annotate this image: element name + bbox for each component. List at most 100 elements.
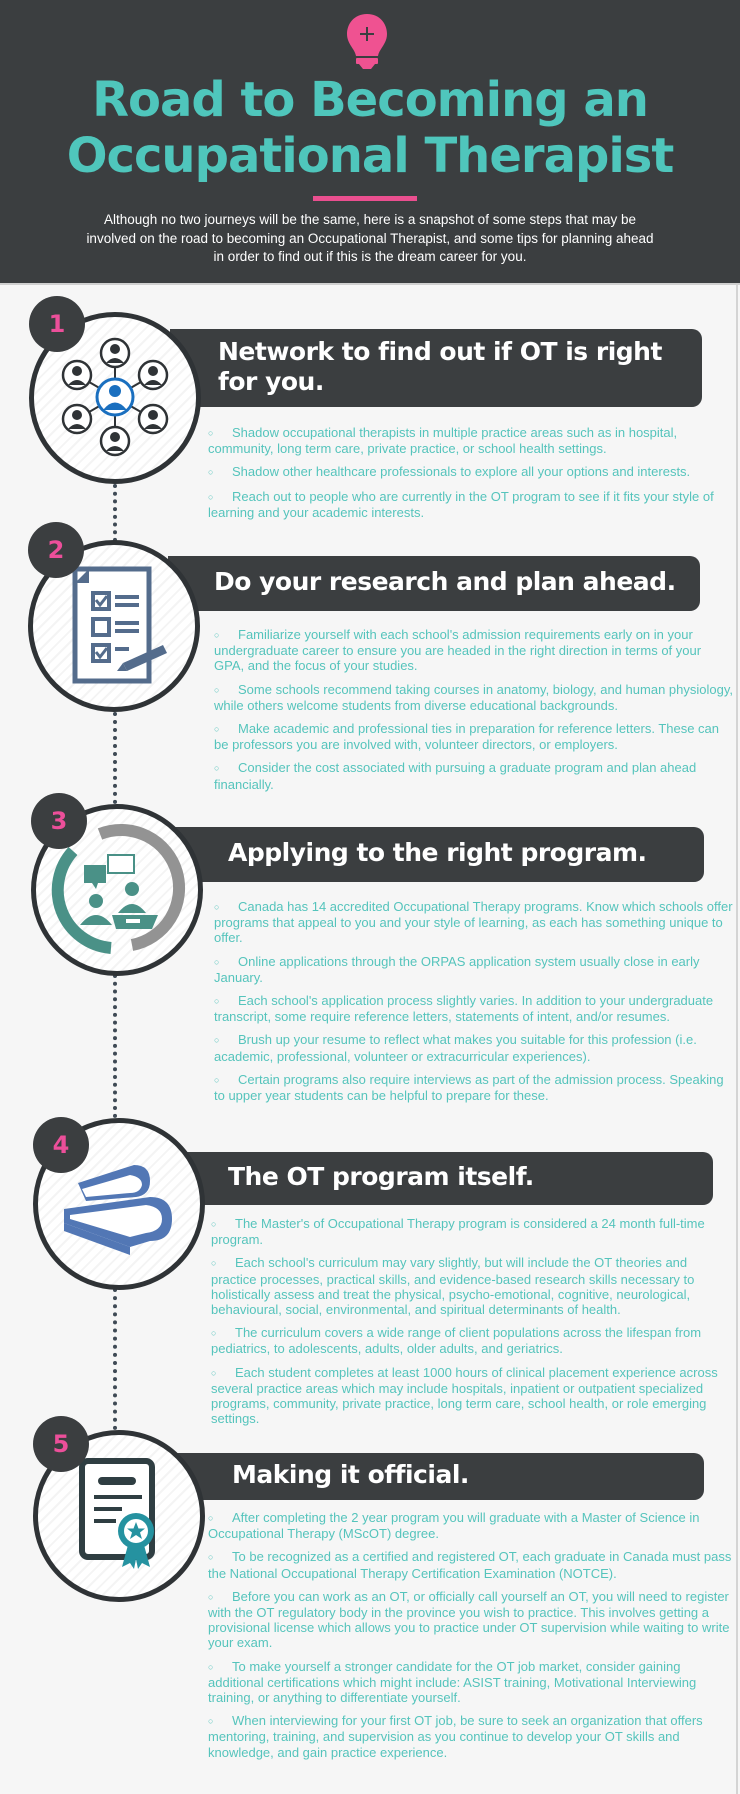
bullet-text: To be recognized as a certified and regi… <box>208 1549 732 1581</box>
step-5-banner: Making it official. <box>172 1453 704 1500</box>
header: Road to Becoming an Occupational Therapi… <box>0 0 740 285</box>
step-1-number: 1 <box>29 296 85 352</box>
step-4-bullets: ○The Master's of Occupational Therapy pr… <box>211 1216 736 1434</box>
step-3-bullets: ○Canada has 14 accredited Occupational T… <box>214 899 734 1111</box>
bullet-text: Each school's application process slight… <box>214 993 714 1025</box>
bullet-text: Canada has 14 accredited Occupational Th… <box>214 899 733 946</box>
intro-text: Although no two journeys will be the sam… <box>86 212 654 264</box>
step-5-bullets: ○After completing the 2 year program you… <box>208 1510 738 1768</box>
bullet-dot: ○ <box>214 956 220 967</box>
bullet-text: Consider the cost associated with pursui… <box>214 760 697 792</box>
bullet-dot: ○ <box>208 428 214 438</box>
list-item: ○Consider the cost associated with pursu… <box>214 760 734 791</box>
title-line-2: Occupational Therapist <box>66 128 675 184</box>
bullet-dot: ○ <box>214 1035 220 1046</box>
list-item: ○To make yourself a stronger candidate f… <box>208 1659 738 1706</box>
step-3-banner: Applying to the right program. <box>172 827 704 882</box>
lightbulb-plus-icon <box>347 14 387 69</box>
bullet-text: Before you can work as an OT, or officia… <box>208 1588 730 1651</box>
page-title: Road to Becoming an Occupational Therapi… <box>0 72 740 184</box>
step-4-title: The OT program itself. <box>228 1162 534 1191</box>
bullet-text: Some schools recommend taking courses in… <box>214 681 733 713</box>
list-item: ○Each student completes at least 1000 ho… <box>211 1365 736 1427</box>
list-item: ○After completing the 2 year program you… <box>208 1510 738 1541</box>
bullet-dot: ○ <box>214 684 220 695</box>
step-3-number: 3 <box>31 793 87 849</box>
list-item: ○The curriculum covers a wide range of c… <box>211 1325 736 1356</box>
bullet-text: Familiarize yourself with each school's … <box>214 627 702 674</box>
timeline-connector <box>113 974 117 1118</box>
step-5-number: 5 <box>33 1416 89 1472</box>
bullet-dot: ○ <box>208 1716 214 1727</box>
list-item: ○Brush up your resume to reflect what ma… <box>214 1032 734 1063</box>
title-divider <box>313 196 417 201</box>
step-1-bullets: ○Shadow occupational therapists in multi… <box>208 425 728 528</box>
bullet-dot: ○ <box>214 763 220 774</box>
bullet-dot: ○ <box>208 491 214 502</box>
list-item: ○ Shadow other healthcare professionals t… <box>208 464 728 480</box>
list-item: ○Reach out to people who are currently i… <box>208 489 728 520</box>
step-2-bullets: ○Familiarize yourself with each school's… <box>214 627 734 800</box>
bullet-text: The curriculum covers a wide range of cl… <box>211 1325 702 1357</box>
step-4-banner: The OT program itself. <box>172 1152 713 1205</box>
bullet-text: To make yourself a stronger candidate fo… <box>208 1658 697 1706</box>
bullet-dot: ○ <box>208 1513 214 1523</box>
list-item: ○Make academic and professional ties in … <box>214 721 734 752</box>
timeline-connector <box>113 712 117 804</box>
list-item: ○The Master's of Occupational Therapy pr… <box>211 1216 736 1247</box>
step-2-number: 2 <box>28 522 84 578</box>
bullet-dot: ○ <box>208 467 214 478</box>
list-item: ○To be recognized as a certified and reg… <box>208 1549 738 1580</box>
bullet-text: Reach out to people who are currently in… <box>208 488 714 520</box>
step-5-icon-circle <box>33 1430 205 1602</box>
bullet-text: Shadow occupational therapists in multip… <box>208 425 678 457</box>
bullet-text: Each school's curriculum may vary slight… <box>211 1255 695 1318</box>
bullet-dot: ○ <box>214 630 220 640</box>
bullet-text: Shadow other healthcare professionals to… <box>232 464 691 480</box>
checklist-icon <box>72 566 167 684</box>
bullet-dot: ○ <box>208 1661 214 1672</box>
bullet-text: Online applications through the ORPAS ap… <box>214 953 700 985</box>
list-item: ○Some schools recommend taking courses i… <box>214 682 734 713</box>
interview-icon <box>51 824 186 954</box>
network-people-icon <box>61 337 169 457</box>
bullet-text: The Master's of Occupational Therapy pro… <box>211 1216 705 1248</box>
bullet-text: Certain programs also require interviews… <box>214 1071 724 1104</box>
bullet-dot: ○ <box>211 1367 217 1378</box>
bullet-dot: ○ <box>211 1258 217 1269</box>
step-2-title: Do your research and plan ahead. <box>214 567 676 596</box>
step-2-banner: Do your research and plan ahead. <box>168 556 700 611</box>
bullet-text: When interviewing for your first OT job,… <box>208 1713 703 1760</box>
bullet-text: Brush up your resume to reflect what mak… <box>214 1032 697 1064</box>
list-item: ○Before you can work as an OT, or offici… <box>208 1589 738 1651</box>
books-icon <box>64 1165 172 1255</box>
step-3-title: Applying to the right program. <box>228 838 647 867</box>
step-1-title-line-2: for you. <box>218 367 324 396</box>
step-1-title-line-1: Network to find out if OT is right <box>218 337 662 366</box>
step-1-banner: Network to find out if OT is right for y… <box>170 329 702 407</box>
list-item: ○Shadow occupational therapists in multi… <box>208 425 728 456</box>
bullet-dot: ○ <box>208 1552 214 1563</box>
list-item: ○Each school's application process sligh… <box>214 993 734 1024</box>
bullet-dot: ○ <box>214 1074 220 1085</box>
list-item: ○Each school's curriculum may vary sligh… <box>211 1255 736 1317</box>
step-4-number: 4 <box>33 1117 89 1173</box>
list-item: ○When interviewing for your first OT job… <box>208 1713 738 1760</box>
bullet-text: Each student completes at least 1000 hou… <box>211 1364 718 1427</box>
certificate-icon <box>79 1458 155 1569</box>
list-item: ○Canada has 14 accredited Occupational T… <box>214 899 734 946</box>
timeline-connector <box>113 1288 117 1430</box>
timeline-connector <box>113 484 117 542</box>
bullet-dot: ○ <box>208 1591 214 1602</box>
bullet-text: After completing the 2 year program you … <box>208 1510 700 1542</box>
bullet-dot: ○ <box>211 1328 217 1339</box>
list-item: ○Online applications through the ORPAS a… <box>214 954 734 985</box>
list-item: ○Familiarize yourself with each school's… <box>214 627 734 674</box>
bullet-dot: ○ <box>211 1219 217 1229</box>
list-item: ○Certain programs also require interview… <box>214 1072 734 1103</box>
bullet-dot: ○ <box>214 724 220 735</box>
title-line-1: Road to Becoming an <box>92 72 649 128</box>
bullet-dot: ○ <box>214 902 220 912</box>
bullet-dot: ○ <box>214 996 220 1007</box>
